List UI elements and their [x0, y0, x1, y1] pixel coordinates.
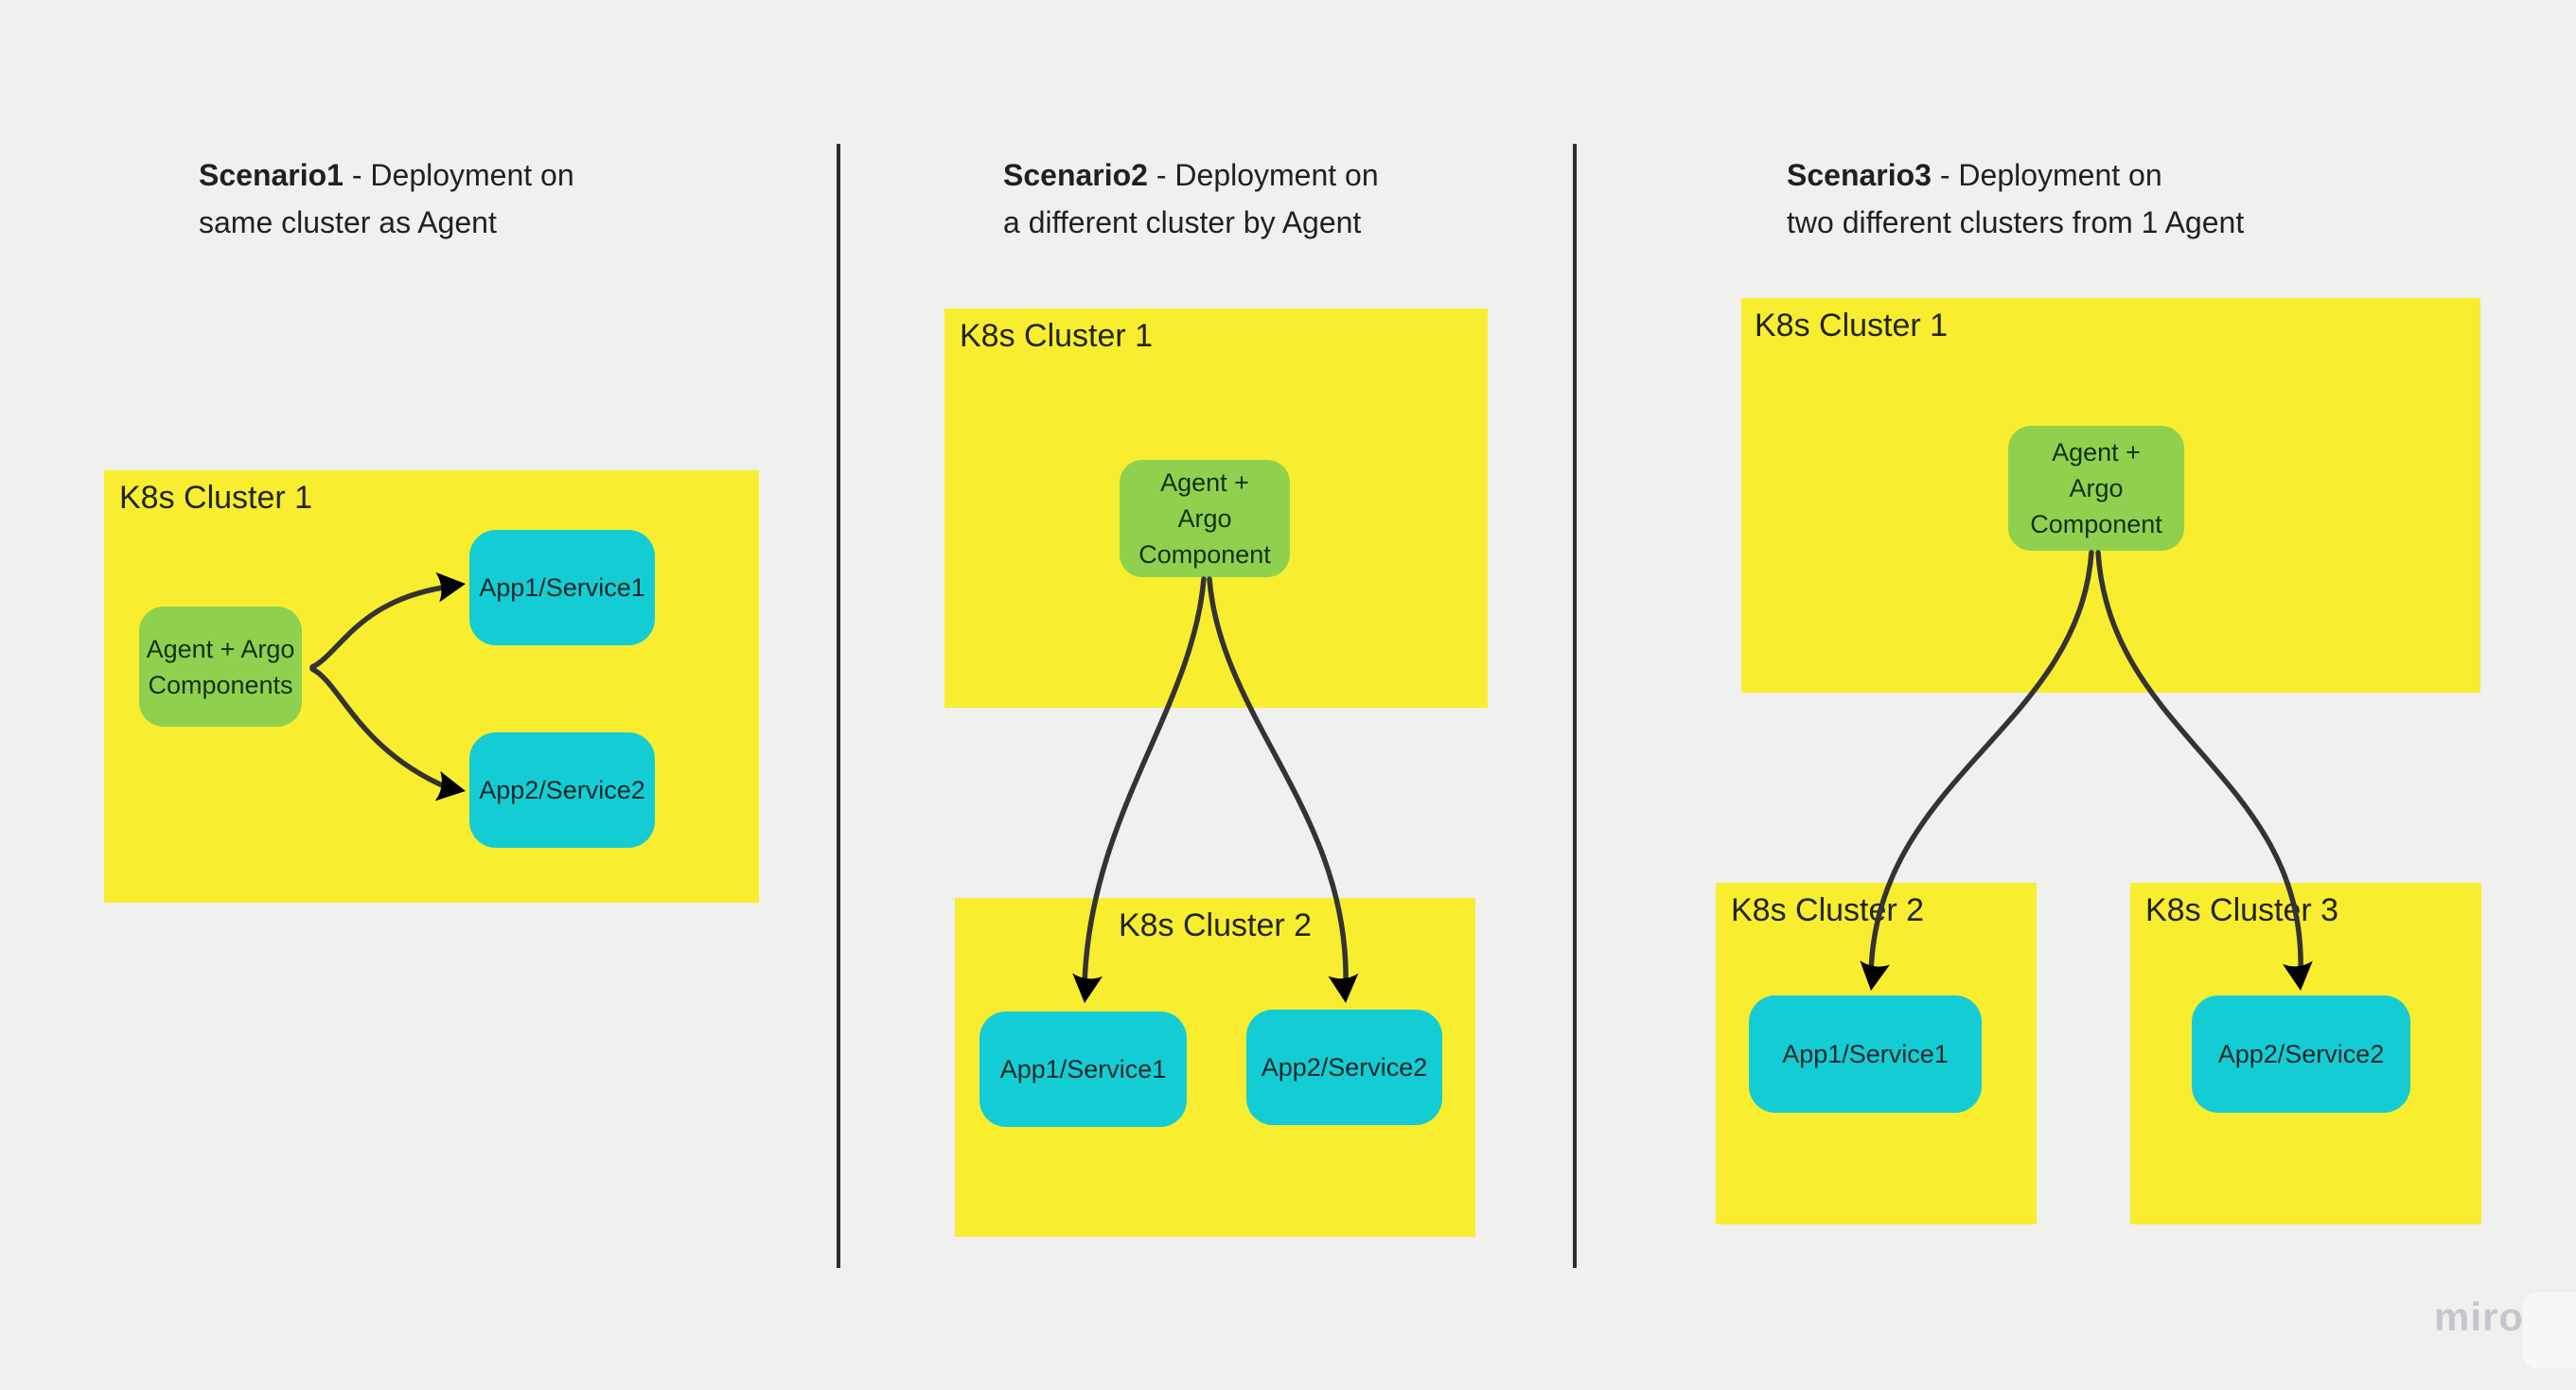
scenario2-agent-line1: Agent + [1160, 468, 1249, 497]
scenario1-app1-label: App1/Service1 [479, 572, 645, 602]
scenario3-app2-label: App2/Service2 [2217, 1039, 2385, 1068]
watermark-card [2523, 1293, 2576, 1368]
scenario1-agent-line2: Components [148, 670, 293, 699]
scenario2-cluster2-label: K8s Cluster 2 [1118, 907, 1313, 943]
scenario2-app2-box[interactable]: App2/Service2 [1246, 1010, 1442, 1125]
scenario1-app1-box[interactable]: App1/Service1 [469, 530, 655, 645]
scenario1-connector-app1[interactable] [309, 569, 468, 670]
scenario2-agent-line3: Component [1138, 540, 1271, 569]
scenario1-app2-label: App2/Service2 [479, 775, 645, 804]
scenario2-app1-box[interactable]: App1/Service1 [979, 1012, 1187, 1127]
scenario3-connector-app2[interactable] [2095, 550, 2316, 993]
scenario3-agent-line1: Agent + [2052, 438, 2141, 466]
scenario3-cluster2-label: K8s Cluster 2 [1731, 892, 1925, 928]
divider-line-1[interactable] [837, 144, 840, 1268]
scenario2-cluster1-label: K8s Cluster 1 [960, 318, 1154, 354]
scenario2-app2-label: App2/Service2 [1261, 1052, 1428, 1082]
divider-line-2[interactable] [1573, 144, 1577, 1268]
scenario3-cluster3-label: K8s Cluster 3 [2145, 892, 2339, 928]
scenario2-title-rest: - Deployment on [1147, 158, 1379, 192]
scenario1-connector-app2[interactable] [309, 666, 468, 806]
scenario3-agent-box[interactable]: Agent + Argo Component [2008, 426, 2184, 551]
scenario2-title[interactable]: Scenario2 - Deployment on a different cl… [1003, 151, 1379, 246]
scenario1-title[interactable]: Scenario1 - Deployment on same cluster a… [199, 151, 574, 246]
scenario3-title-line2: two different clusters from 1 Agent [1787, 205, 2245, 239]
scenario1-title-line2: same cluster as Agent [199, 205, 497, 239]
scenario2-connector-app2[interactable] [1207, 576, 1361, 1005]
scenario1-title-rest: - Deployment on [343, 158, 574, 192]
scenario2-connector-app1[interactable] [1069, 576, 1207, 1005]
scenario1-agent-box[interactable]: Agent + Argo Components [139, 607, 302, 727]
scenario1-title-bold: Scenario1 [199, 158, 344, 192]
scenario3-title-bold: Scenario3 [1787, 158, 1932, 192]
scenario3-title[interactable]: Scenario3 - Deployment on two different … [1787, 151, 2244, 246]
scenario1-agent-line1: Agent + Argo [146, 634, 295, 663]
scenario3-app1-box[interactable]: App1/Service1 [1749, 995, 1982, 1113]
scenario3-app1-label: App1/Service1 [1782, 1039, 1949, 1068]
scenario3-connector-app1[interactable] [1856, 550, 2094, 994]
scenario2-agent-box[interactable]: Agent + Argo Component [1120, 460, 1290, 577]
scenario2-agent-line2: Argo [1177, 504, 1232, 533]
scenario3-agent-line2: Argo [2069, 474, 2124, 502]
scenario3-agent-line3: Component [2030, 510, 2162, 538]
scenario3-title-rest: - Deployment on [1931, 158, 2162, 192]
scenario2-title-bold: Scenario2 [1003, 158, 1148, 192]
scenario2-title-line2: a different cluster by Agent [1003, 205, 1362, 239]
scenario1-cluster1-label: K8s Cluster 1 [119, 480, 313, 516]
scenario2-app1-label: App1/Service1 [999, 1054, 1167, 1083]
scenario3-app2-box[interactable]: App2/Service2 [2192, 995, 2410, 1113]
scenario3-cluster1-label: K8s Cluster 1 [1755, 308, 1949, 343]
scenario1-app2-box[interactable]: App2/Service2 [469, 732, 655, 848]
miro-watermark: miro [2434, 1294, 2525, 1339]
